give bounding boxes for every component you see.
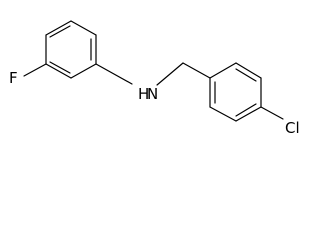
bond-ring-nitrogen [95, 63, 133, 85]
chlorophenyl-ring [209, 62, 262, 122]
fluorophenyl-ring [45, 20, 97, 79]
bond-a3-a4 [45, 63, 72, 79]
amine-label: HN [138, 85, 158, 103]
structure-canvas: F HN Cl [9, 20, 300, 137]
bond-b5-b6 [209, 106, 237, 122]
amine-group: HN [138, 85, 158, 103]
double-bond-inner-1 [49, 25, 71, 38]
bond-nitrogen-ch2 [156, 62, 184, 86]
chlorine-atom: Cl [285, 119, 300, 137]
bond-ch2-ring [182, 62, 211, 79]
chemical-structure: F HN Cl [9, 20, 300, 137]
bond-a6-a1 [70, 20, 97, 36]
bond-ring-chlorine [260, 106, 284, 120]
fluorine-atom: F [9, 69, 18, 87]
bond-ring-fluorine [23, 63, 47, 77]
double-bond-inner-6 [235, 103, 257, 117]
bond-b1-b2 [209, 62, 237, 79]
double-bond-inner-5 [235, 68, 257, 82]
bond-a4-a5 [70, 63, 97, 79]
bond-b2-b3 [235, 62, 262, 79]
double-bond-inner-2 [49, 61, 71, 74]
bond-a1-a2 [45, 20, 72, 36]
bond-b4-b5 [235, 106, 262, 122]
